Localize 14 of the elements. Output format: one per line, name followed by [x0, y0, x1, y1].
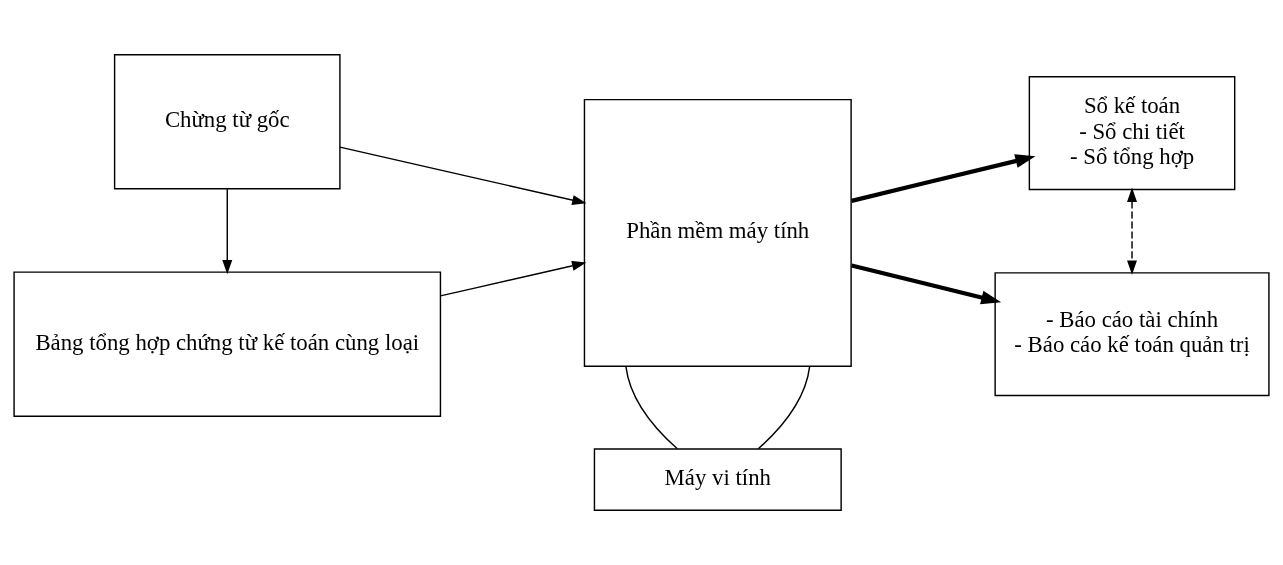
node-box: Phần mềm máy tính [583, 98, 852, 367]
arrow [851, 263, 1002, 305]
node-box: - Báo cáo tài chính - Báo cáo kế toán quản trị [994, 272, 1270, 397]
node-box: Sổ kế toán - Sổ chi tiết - Sổ tổng hợp [1028, 76, 1236, 191]
node-box: Bảng tổng hợp chứng từ kế toán cùng loại [13, 271, 442, 417]
arrow [851, 154, 1036, 203]
arrow [339, 146, 587, 206]
node-box: Máy vi tính [593, 448, 842, 511]
connector [757, 365, 811, 450]
connector [625, 365, 679, 450]
node-box: Chừng từ gốc [113, 54, 341, 190]
arrow [439, 260, 587, 297]
arrow [1127, 187, 1138, 275]
arrow [222, 188, 233, 275]
